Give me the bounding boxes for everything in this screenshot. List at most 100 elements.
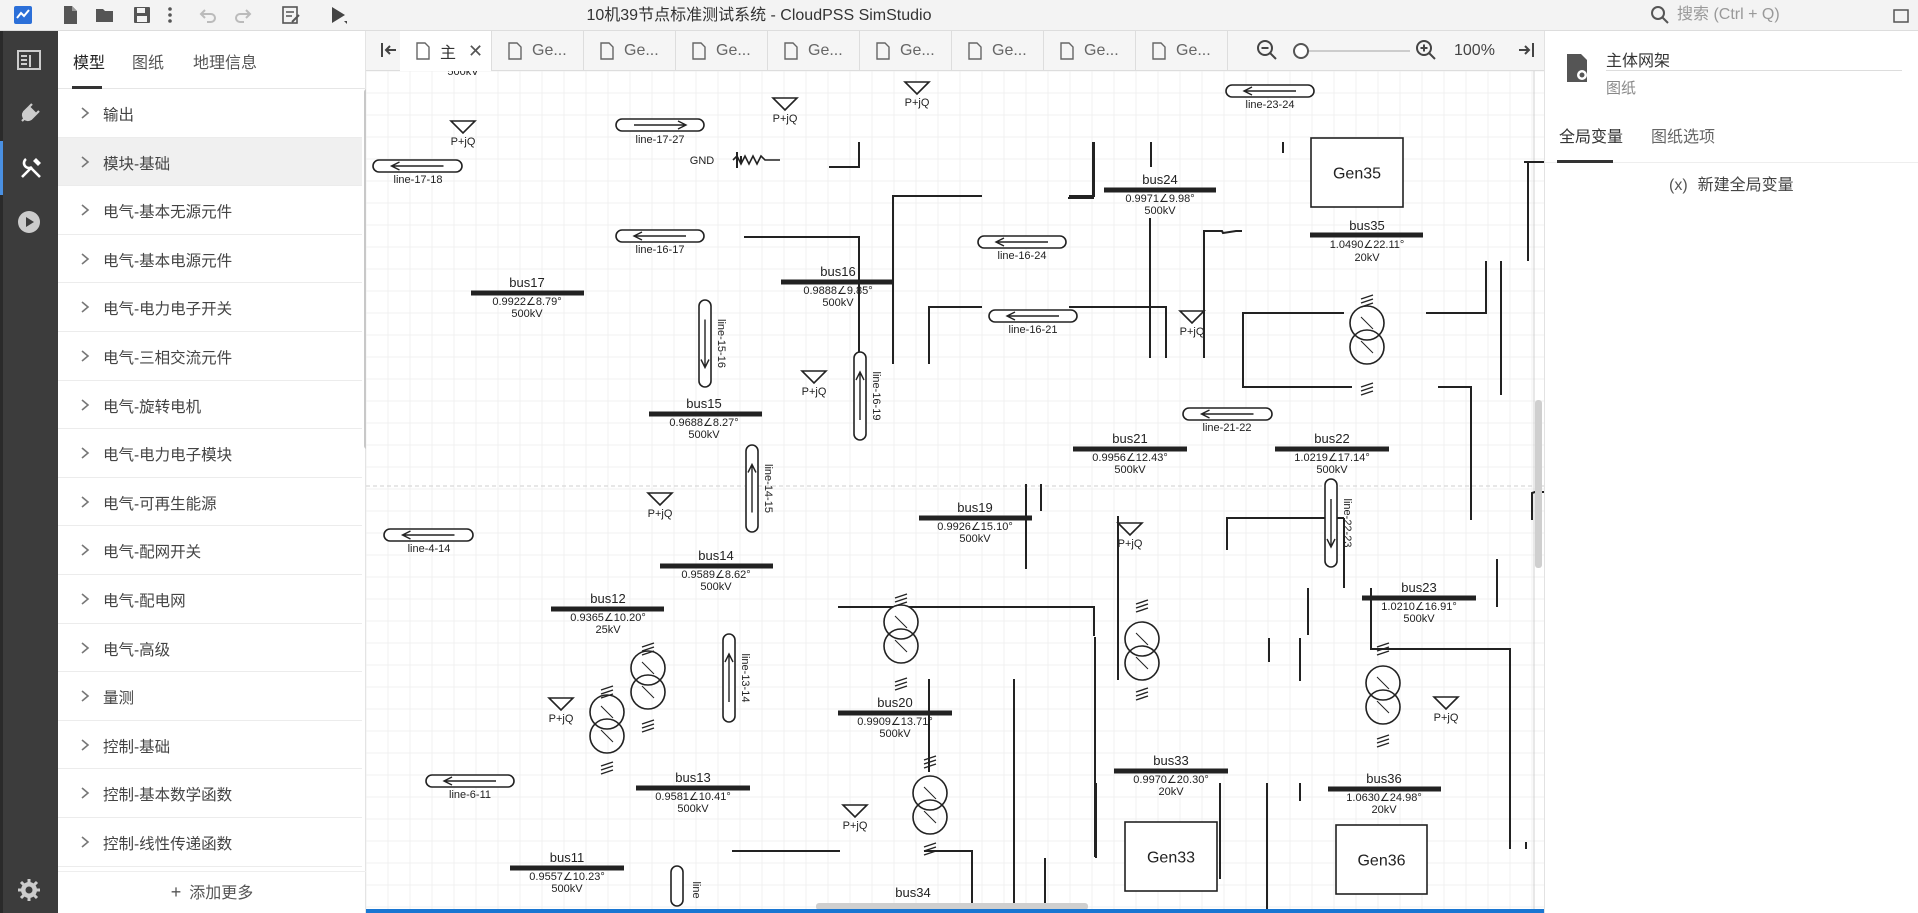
wire (829, 142, 860, 168)
doc-tab[interactable]: Ge... (584, 31, 676, 71)
canvas-horizontal-scrollbar[interactable] (816, 903, 1088, 910)
bus-voltage: 0.9688∠8.27° (669, 417, 738, 429)
category-item[interactable]: 电气-高级 (58, 624, 362, 673)
category-item[interactable]: 电气-配电网 (58, 575, 362, 624)
transformer-winding (912, 799, 948, 835)
collapse-right-icon[interactable] (1515, 39, 1537, 61)
panel-tabs: 模型 图纸 地理信息 (58, 31, 366, 89)
wire (892, 195, 982, 364)
load-symbol (771, 97, 799, 112)
doc-tab[interactable]: Ge... (676, 31, 768, 71)
doc-tab[interactable]: Ge... (952, 31, 1044, 71)
category-item[interactable]: 电气-基本电源元件 (58, 235, 362, 284)
app-logo-icon[interactable] (12, 4, 34, 26)
doc-tab[interactable]: Ge... (768, 31, 860, 71)
status-strip (366, 909, 1918, 913)
generator-box (1310, 137, 1404, 208)
doc-tab[interactable]: Ge... (1136, 31, 1228, 71)
doc-tab[interactable]: Ge... (492, 31, 584, 71)
transformer-winding (1124, 645, 1160, 681)
bus-label: bus20 (877, 695, 912, 710)
tools-icon[interactable] (0, 141, 58, 195)
transformer-winding (1349, 329, 1385, 365)
line-label: line-4-14 (408, 543, 451, 555)
title-bar: 10机39节点标准测试系统 - CloudPSS SimStudio 搜索 (C… (0, 0, 1918, 31)
power-system-diagram[interactable]: bus170.9922∠8.79°500kVbus160.9888∠9.85°5… (366, 71, 1544, 913)
doc-tab[interactable]: Ge... (1044, 31, 1136, 71)
category-item[interactable]: 电气-可再生能源 (58, 478, 362, 527)
chevron-right-icon (81, 447, 90, 459)
undo-icon[interactable] (197, 4, 219, 26)
collapse-left-icon[interactable] (378, 39, 400, 61)
category-item[interactable]: 控制-基本数学函数 (58, 769, 362, 818)
close-icon[interactable]: ✕ (468, 40, 484, 61)
bus-label: bus14 (698, 548, 733, 563)
breaker-tick (641, 723, 655, 729)
category-item[interactable]: 电气-基本无源元件 (58, 186, 362, 235)
breaker-tick (1376, 650, 1390, 656)
canvas-vertical-scrollbar[interactable] (1535, 400, 1542, 568)
category-item[interactable]: 控制-线性传递函数 (58, 818, 362, 867)
new-global-variable-label: 新建全局变量 (1697, 177, 1794, 194)
new-file-icon[interactable] (59, 4, 81, 26)
play-circle-icon[interactable] (0, 195, 58, 249)
category-item[interactable]: 电气-电力电子模块 (58, 429, 362, 478)
bus-kv: 25kV (595, 624, 621, 636)
category-item[interactable]: 电气-三相交流元件 (58, 332, 362, 381)
chevron-right-icon (81, 787, 90, 799)
category-item[interactable]: 电气-电力电子开关 (58, 283, 362, 332)
panel-icon[interactable] (0, 33, 58, 87)
category-item[interactable]: 电气-配网开关 (58, 526, 362, 575)
line-label: line-17-27 (636, 134, 685, 146)
search-icon (1651, 6, 1669, 24)
chevron-right-icon (81, 107, 90, 119)
category-item[interactable]: 模块-基础 (58, 137, 362, 187)
tab-model[interactable]: 模型 (73, 55, 106, 72)
redo-icon[interactable] (232, 4, 254, 26)
new-global-variable-button[interactable]: (x)新建全局变量 (1669, 171, 1794, 201)
category-item[interactable]: 电气-旋转电机 (58, 381, 362, 430)
load-label: P+jQ (802, 386, 827, 398)
window-title: 10机39节点标准测试系统 - CloudPSS SimStudio (586, 7, 932, 24)
tab-drawing[interactable]: 图纸 (132, 55, 165, 72)
bus-label: bus16 (820, 264, 855, 279)
bus-label: bus19 (957, 500, 992, 515)
run-icon[interactable] (327, 4, 349, 26)
search-input[interactable]: 搜索 (Ctrl + Q) (1645, 2, 1875, 28)
add-more-button[interactable]: +添加更多 (58, 871, 366, 911)
save-icon[interactable] (131, 4, 153, 26)
zoom-out-icon[interactable] (1256, 39, 1278, 61)
more-vert-icon[interactable] (159, 4, 181, 26)
wire (838, 606, 1095, 636)
breaker-tick (923, 759, 937, 765)
category-label: 量测 (103, 690, 135, 708)
category-label: 电气-可再生能源 (103, 495, 217, 513)
maximize-icon[interactable] (1893, 8, 1909, 24)
flow-arrow (442, 776, 496, 786)
line-label: line-16-19 (870, 372, 882, 421)
tab-geo-info[interactable]: 地理信息 (193, 55, 258, 72)
category-label: 控制-基础 (103, 738, 171, 756)
edit-doc-icon[interactable] (280, 4, 302, 26)
bus-label: bus35 (1349, 218, 1384, 233)
doc-tab[interactable]: Ge... (860, 31, 952, 71)
tab-drawing-options[interactable]: 图纸选项 (1651, 129, 1716, 146)
doc-tab[interactable]: 主✕ (400, 31, 492, 71)
category-item[interactable]: 控制-基础 (58, 721, 362, 770)
category-item[interactable]: 量测 (58, 672, 362, 721)
bus-kv: 500kV (822, 297, 854, 309)
plug-icon[interactable] (0, 87, 58, 141)
bus-kv: 500kV (447, 71, 479, 78)
add-more-label: 添加更多 (189, 885, 254, 902)
zoom-slider[interactable] (1292, 41, 1412, 61)
tab-global-variables[interactable]: 全局变量 (1559, 129, 1624, 146)
zoom-in-icon[interactable] (1415, 39, 1437, 61)
flow-arrow (632, 231, 686, 241)
breaker-tick (1376, 734, 1390, 740)
bus-kv: 500kV (1316, 464, 1348, 476)
open-folder-icon[interactable] (94, 4, 116, 26)
gear-icon[interactable] (0, 863, 58, 913)
category-item[interactable]: 输出 (58, 89, 362, 138)
wire (928, 306, 982, 364)
